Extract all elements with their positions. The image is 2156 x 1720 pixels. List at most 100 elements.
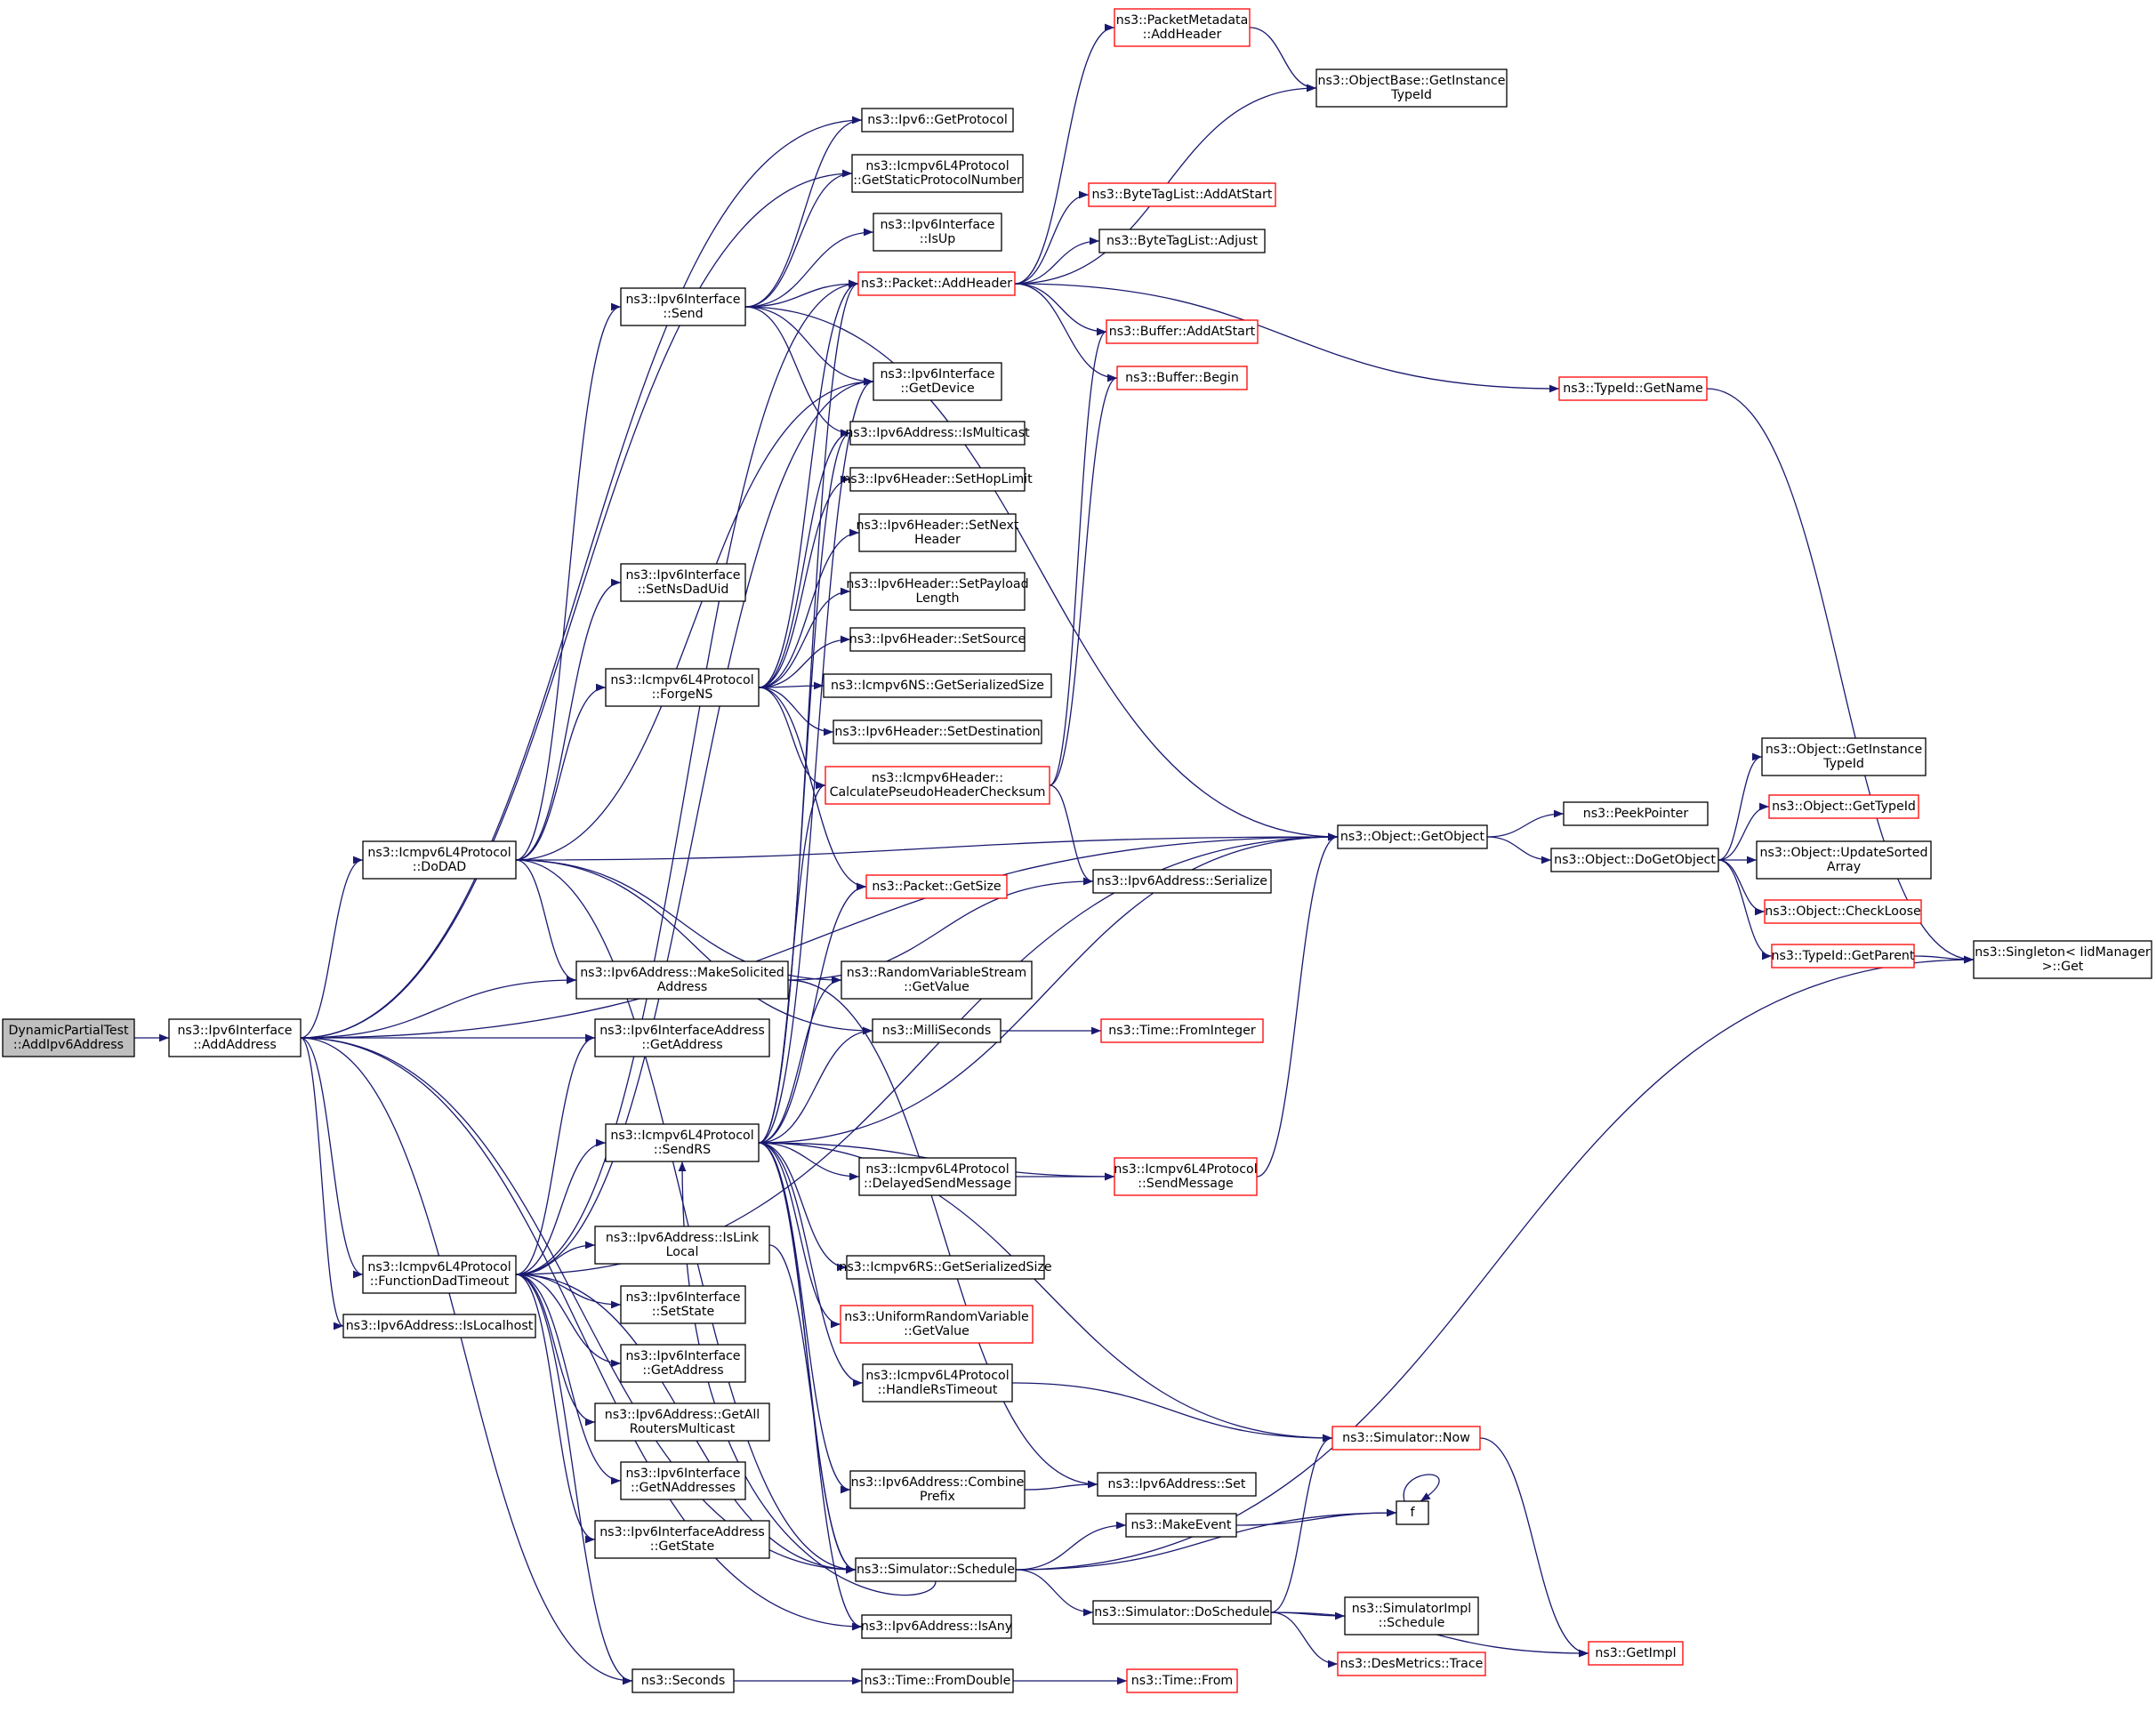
function-node-btlAddAtStart[interactable]: ns3::ByteTagList::AddAtStart [1088,182,1276,207]
function-node-ifAddrGetState[interactable]: ns3::Ipv6InterfaceAddress::GetState [594,1520,770,1559]
node-label: ns3::Simulator::Now [1342,1431,1470,1445]
function-node-pmAddHeader[interactable]: ns3::PacketMetadata::AddHeader [1114,8,1251,47]
function-node-isAny[interactable]: ns3::Ipv6Address::IsAny [861,1614,1012,1639]
function-node-urvGetValue[interactable]: ns3::UniformRandomVariable::GetValue [840,1305,1034,1344]
function-node-doGetObject[interactable]: ns3::Object::DoGetObject [1550,848,1719,872]
function-node-isMulticast[interactable]: ns3::Ipv6Address::IsMulticast [845,421,1030,446]
node-label: ns3::Object::CheckLoose [1765,904,1921,919]
function-node-packetGetSize[interactable]: ns3::Packet::GetSize [865,874,1008,899]
function-node-simImplSchedule[interactable]: ns3::SimulatorImpl::Schedule [1344,1596,1479,1636]
call-edge-ifSend-to-objGetObject [744,306,1339,841]
node-box [1973,940,2152,979]
function-node-objGetObject[interactable]: ns3::Object::GetObject [1337,824,1488,849]
function-node-calcPseudo[interactable]: ns3::Icmpv6Header::CalculatePseudoHeader… [825,766,1050,805]
function-node-isUp[interactable]: ns3::Ipv6Interface::IsUp [873,213,1002,252]
function-node-funcDad[interactable]: ns3::Icmpv6L4Protocol::FunctionDadTimeou… [362,1255,517,1294]
node-label: ::SetState [652,1305,714,1319]
function-node-setSource[interactable]: ns3::Ipv6Header::SetSource [849,627,1026,652]
function-node-getStaticProto[interactable]: ns3::Icmpv6L4Protocol::GetStaticProtocol… [851,154,1024,193]
function-node-typeIdGetName[interactable]: ns3::TypeId::GetName [1558,376,1708,401]
function-node-isLocalhost[interactable]: ns3::Ipv6Address::IsLocalhost [342,1314,536,1338]
function-node-objGetTypeId[interactable]: ns3::Object::GetTypeId [1768,794,1919,819]
function-node-ipv6AddrSerialize[interactable]: ns3::Ipv6Address::Serialize [1092,869,1272,894]
function-node-timeFromInteger[interactable]: ns3::Time::FromInteger [1100,1018,1264,1043]
node-label: ns3::Packet::GetSize [872,880,1001,894]
node-box [605,668,760,707]
function-node-timeFrom[interactable]: ns3::Time::From [1126,1668,1238,1693]
function-node-getDevice[interactable]: ns3::Ipv6Interface::GetDevice [873,362,1002,401]
function-node-setNsDadUid[interactable]: ns3::Ipv6Interface::SetNsDadUid [620,563,746,602]
function-node-btlAdjust[interactable]: ns3::ByteTagList::Adjust [1098,229,1266,253]
function-node-ipv6GetProtocol[interactable]: ns3::Ipv6::GetProtocol [861,108,1014,133]
function-node-setState[interactable]: ns3::Ipv6Interface::SetState [620,1285,746,1324]
function-node-rsGetSerSize[interactable]: ns3::Icmpv6RS::GetSerializedSize [839,1255,1052,1280]
function-node-ifSend[interactable]: ns3::Ipv6Interface::Send [620,287,746,326]
function-node-seconds[interactable]: ns3::Seconds [632,1668,735,1693]
node-box [846,1255,1045,1280]
function-node-getImpl[interactable]: ns3::GetImpl [1588,1641,1684,1666]
function-node-nsGetSerSize[interactable]: ns3::Icmpv6NS::GetSerializedSize [823,673,1052,698]
node-label: ns3::Ipv6::GetProtocol [867,113,1008,127]
call-edge-doDAD-to-forgeNS [515,683,607,861]
function-node-delayedSend[interactable]: ns3::Icmpv6L4Protocol::DelayedSendMessag… [858,1157,1017,1196]
call-edge-doDAD-to-makeSolicited [515,859,577,985]
function-node-typeIdGetParent[interactable]: ns3::TypeId::GetParent [1771,944,1915,969]
node-box [861,1614,1012,1639]
function-node-f[interactable]: f [1396,1500,1429,1525]
node-label: ns3::Icmpv6L4Protocol [367,846,511,860]
function-node-bufAddAtStart[interactable]: ns3::Buffer::AddAtStart [1106,319,1259,344]
function-node-peekPointer[interactable]: ns3::PeekPointer [1563,801,1709,826]
node-label: ns3::Ipv6Interface [177,1024,292,1038]
function-node-setDestination[interactable]: ns3::Ipv6Header::SetDestination [833,719,1042,744]
node-box [825,766,1050,805]
function-node-desTrace[interactable]: ns3::DesMetrics::Trace [1337,1652,1486,1676]
function-node-singletonGet[interactable]: ns3::Singleton< IidManager >::Get [1973,940,2152,979]
node-box [1550,848,1719,872]
function-node-ifAddrGetAddress[interactable]: ns3::Ipv6InterfaceAddress::GetAddress [594,1018,770,1057]
function-node-rvsGetValue[interactable]: ns3::RandomVariableStream::GetValue [841,960,1033,1000]
function-node-forgeNS[interactable]: ns3::Icmpv6L4Protocol::ForgeNS [605,668,760,707]
function-node-simNow[interactable]: ns3::Simulator::Now [1331,1426,1481,1451]
function-node-doSchedule[interactable]: ns3::Simulator::DoSchedule [1092,1600,1272,1625]
function-node-checkLoose[interactable]: ns3::Object::CheckLoose [1764,899,1922,924]
function-node-bufBegin[interactable]: ns3::Buffer::Begin [1116,366,1248,390]
node-box [1092,869,1272,894]
function-node-setHopLimit[interactable]: ns3::Ipv6Header::SetHopLimit [842,467,1033,492]
function-node-addAddress[interactable]: ns3::Ipv6Interface::AddAddress [168,1018,302,1057]
function-node-milliSeconds[interactable]: ns3::MilliSeconds [872,1018,1002,1043]
function-node-packetAddHeader[interactable]: ns3::Packet::AddHeader [857,271,1016,296]
function-node-sendRS[interactable]: ns3::Icmpv6L4Protocol::SendRS [605,1123,760,1162]
function-node-ipv6AddrSet[interactable]: ns3::Ipv6Address::Set [1097,1472,1257,1497]
node-box [620,287,746,326]
function-node-root[interactable]: DynamicPartialTest::AddIpv6Address [2,1018,135,1057]
function-node-sendMessage[interactable]: ns3::Icmpv6L4Protocol::SendMessage [1114,1157,1258,1196]
node-box [849,627,1026,652]
call-edge-doSchedule-to-desTrace [1270,1611,1339,1668]
node-box [841,960,1033,1000]
function-node-doDAD[interactable]: ns3::Icmpv6L4Protocol::DoDAD [362,840,517,880]
function-node-handleRsTimeout[interactable]: ns3::Icmpv6L4Protocol::HandleRsTimeout [862,1363,1013,1403]
call-edge-packetAddHeader-to-bufAddAtStart [1014,283,1107,336]
function-node-makeEvent[interactable]: ns3::MakeEvent [1125,1513,1237,1538]
function-node-getNAddresses[interactable]: ns3::Ipv6Interface::GetNAddresses [620,1461,746,1500]
function-node-ifGetAddress[interactable]: ns3::Ipv6Interface::GetAddress [620,1344,746,1383]
call-edge-addAddress-to-getStaticProto [300,169,853,1039]
call-edge-forgeNS-to-setSource [758,635,851,688]
node-label: ns3::Ipv6Header::SetNext [857,518,1019,533]
function-node-simSchedule[interactable]: ns3::Simulator::Schedule [855,1557,1017,1582]
node-label: ::Schedule [1379,1616,1445,1630]
node-box [620,563,746,602]
node-box [620,1461,746,1500]
function-node-fromDouble[interactable]: ns3::Time::FromDouble [861,1668,1014,1693]
node-label: ::DelayedSendMessage [864,1177,1011,1191]
call-edge-packetAddHeader-to-bufBegin [1014,283,1118,382]
